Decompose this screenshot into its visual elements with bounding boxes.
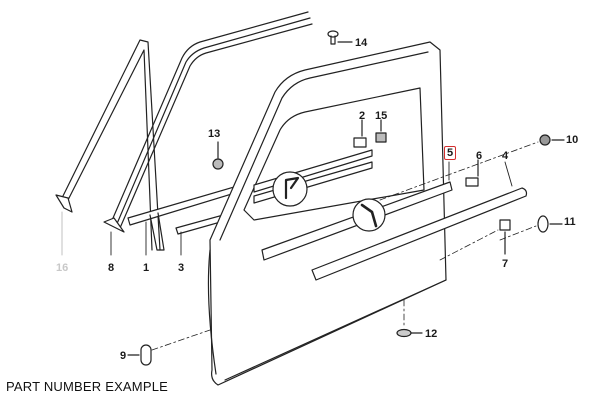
section-detail-lower xyxy=(352,198,386,232)
callout-16-faded[interactable]: 16 xyxy=(56,262,69,274)
part-2-clip xyxy=(353,119,367,148)
callout-2[interactable]: 2 xyxy=(359,110,366,122)
callout-4[interactable]: 4 xyxy=(502,150,509,162)
diagram-caption: PART NUMBER EXAMPLE xyxy=(6,379,169,394)
part-9-plug xyxy=(127,329,211,366)
section-detail-upper xyxy=(272,171,308,207)
part-10-nut xyxy=(379,134,565,201)
callout-13[interactable]: 13 xyxy=(208,128,221,140)
part-7-clip xyxy=(439,219,511,261)
callout-14[interactable]: 14 xyxy=(355,37,368,49)
callout-7[interactable]: 7 xyxy=(502,258,509,270)
part-14-pin xyxy=(327,30,353,45)
part-16-frame-seal xyxy=(55,39,161,251)
callout-5-highlighted[interactable]: 5 xyxy=(444,146,457,160)
callout-10[interactable]: 10 xyxy=(566,134,579,146)
leader-lines xyxy=(61,161,513,256)
door-shell xyxy=(207,41,447,386)
part-12-grommet xyxy=(396,299,423,338)
callout-15[interactable]: 15 xyxy=(375,110,388,122)
callout-12[interactable]: 12 xyxy=(425,328,438,340)
part-15-clip xyxy=(375,119,387,143)
part-4-lower-molding xyxy=(311,187,528,281)
callout-8[interactable]: 8 xyxy=(108,262,115,274)
callout-6[interactable]: 6 xyxy=(476,150,483,162)
part-8-window-channel xyxy=(103,11,313,233)
part-6-clip xyxy=(465,159,479,187)
callout-9[interactable]: 9 xyxy=(120,350,127,362)
callout-3[interactable]: 3 xyxy=(178,262,185,274)
part-11-grommet xyxy=(499,215,563,241)
callout-11[interactable]: 11 xyxy=(564,216,576,228)
callout-1[interactable]: 1 xyxy=(143,262,150,274)
part-13-clip xyxy=(212,141,224,170)
